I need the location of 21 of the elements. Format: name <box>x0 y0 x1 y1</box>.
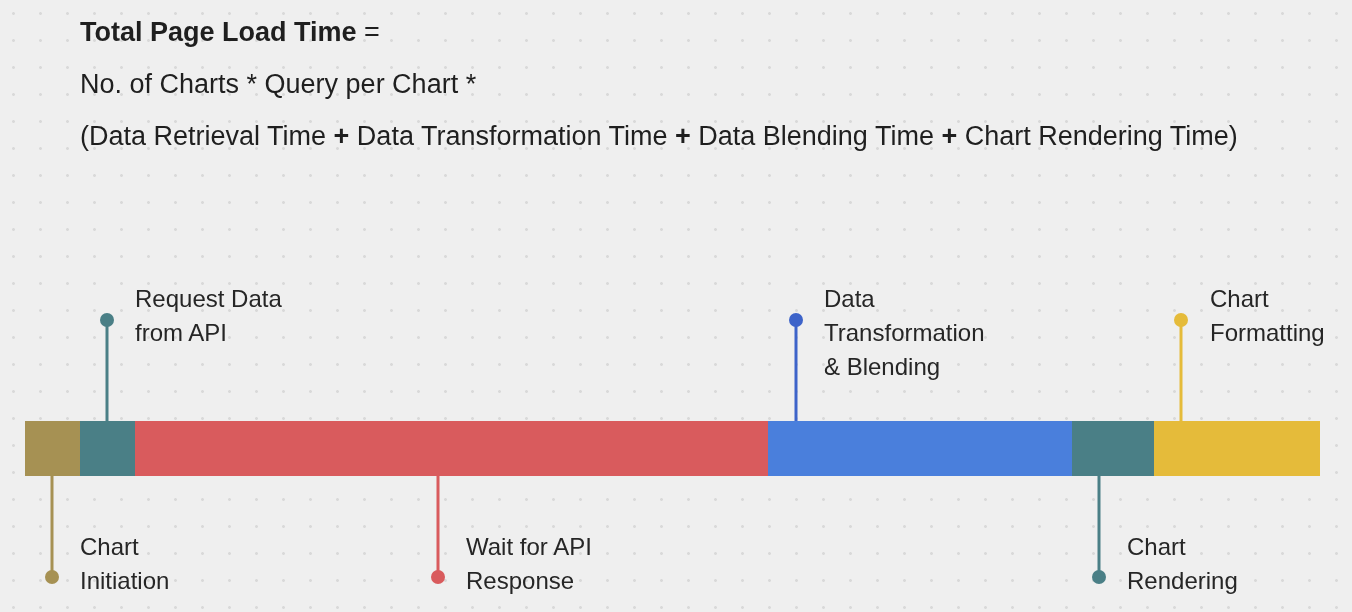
leader-line <box>100 313 114 421</box>
step-label: Chart Formatting <box>1210 282 1338 350</box>
formula-line: (Data Retrieval Time + Data Transformation Time + Data Blending Time + Chart Rendering Time) <box>80 120 1238 153</box>
timeline-segment <box>25 421 80 476</box>
step-label: Data Transformation & Blending <box>824 282 996 384</box>
step-label: Chart Initiation <box>80 530 202 598</box>
formula-line: Total Page Load Time = <box>80 16 380 49</box>
step-label: Chart Rendering <box>1127 530 1253 598</box>
leader-line <box>1174 313 1188 421</box>
timeline-segment <box>135 421 768 476</box>
leader-line <box>1092 476 1106 584</box>
leader-line <box>431 476 445 584</box>
timeline-segment <box>1072 421 1154 476</box>
timeline-segment <box>80 421 135 476</box>
leader-line <box>789 313 803 421</box>
step-label: Request Data from API <box>135 282 295 350</box>
step-label: Wait for API Response <box>466 530 608 598</box>
formula-line: No. of Charts * Query per Chart * <box>80 68 477 101</box>
leader-line <box>45 476 59 584</box>
timeline-segment <box>1154 421 1320 476</box>
timeline-segment <box>768 421 1072 476</box>
